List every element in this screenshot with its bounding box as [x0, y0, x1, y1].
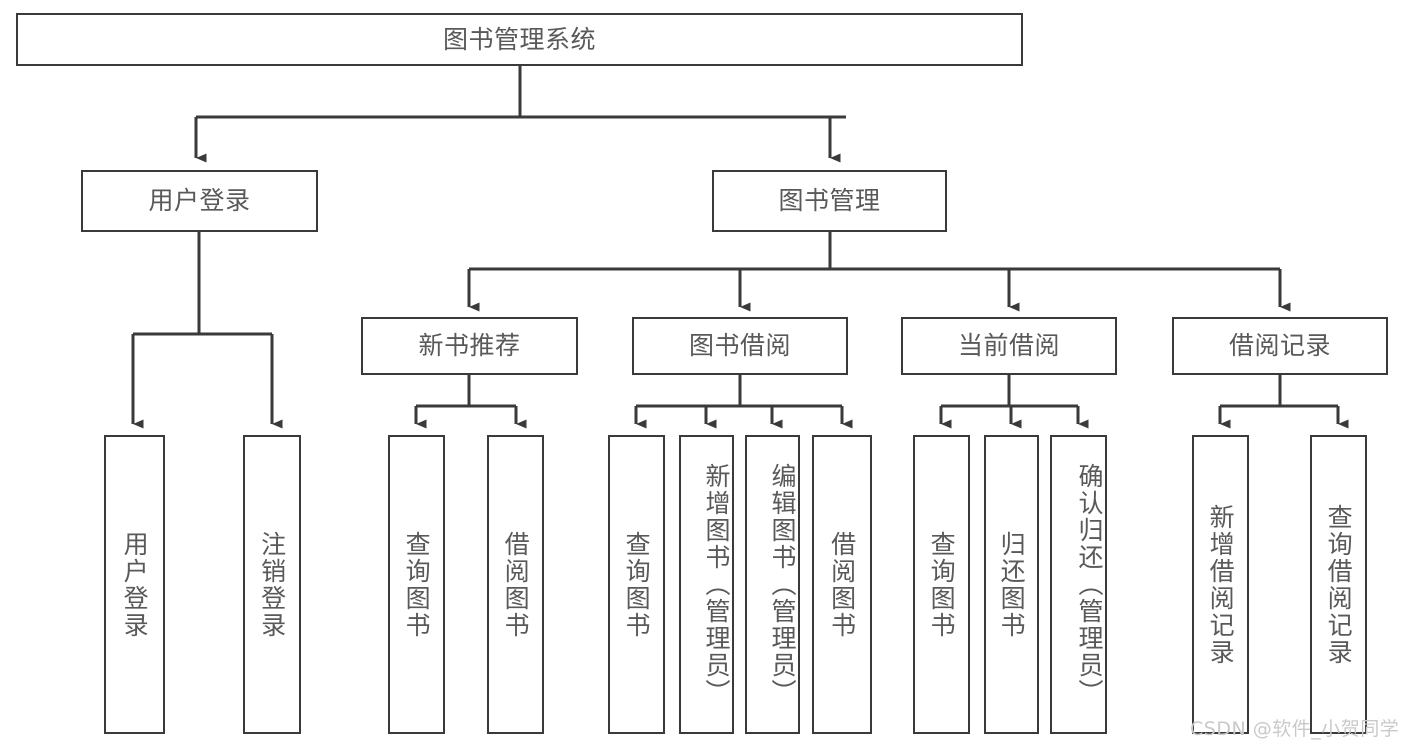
node-user-login[interactable]: 用户登录 — [81, 170, 318, 232]
node-leaf-add-book-label: 新增图书（管理员） — [702, 463, 731, 706]
node-leaf-edit-book-label: 编辑图书（管理员） — [768, 463, 797, 706]
node-leaf-user-login[interactable]: 用户登录 — [104, 435, 165, 734]
node-current-borrow[interactable]: 当前借阅 — [901, 317, 1117, 375]
node-leaf-user-login-label: 用户登录 — [120, 530, 150, 639]
node-leaf-query-book-3-label: 查询图书 — [927, 530, 957, 639]
node-book-manage[interactable]: 图书管理 — [712, 170, 947, 232]
node-borrow-record-label: 借阅记录 — [1228, 331, 1331, 361]
node-leaf-logout-label: 注销登录 — [257, 530, 287, 639]
node-borrow-record[interactable]: 借阅记录 — [1172, 317, 1388, 375]
node-leaf-borrow-book-2-label: 借阅图书 — [827, 530, 857, 639]
node-leaf-borrow-book-1-label: 借阅图书 — [501, 530, 531, 639]
node-leaf-borrow-book-2[interactable]: 借阅图书 — [812, 435, 872, 734]
node-leaf-query-book-1-label: 查询图书 — [402, 530, 432, 639]
node-root[interactable]: 图书管理系统 — [16, 13, 1023, 66]
node-leaf-query-book-2-label: 查询图书 — [622, 530, 652, 639]
node-leaf-add-book[interactable]: 新增图书（管理员） — [679, 435, 734, 734]
node-book-borrow[interactable]: 图书借阅 — [632, 317, 848, 375]
node-leaf-query-record[interactable]: 查询借阅记录 — [1310, 435, 1367, 734]
node-leaf-query-book-2[interactable]: 查询图书 — [608, 435, 665, 734]
node-book-manage-label: 图书管理 — [778, 186, 881, 216]
node-leaf-return-book-label: 归还图书 — [997, 530, 1027, 639]
node-new-book-recommend[interactable]: 新书推荐 — [361, 317, 578, 375]
node-root-label: 图书管理系统 — [442, 24, 596, 54]
node-leaf-borrow-book-1[interactable]: 借阅图书 — [487, 435, 544, 734]
node-leaf-confirm-return-label: 确认归还（管理员） — [1075, 463, 1104, 706]
node-leaf-add-record[interactable]: 新增借阅记录 — [1192, 435, 1249, 734]
node-user-login-label: 用户登录 — [148, 186, 251, 216]
node-current-borrow-label: 当前借阅 — [957, 331, 1060, 361]
node-leaf-logout[interactable]: 注销登录 — [243, 435, 301, 734]
watermark-text: CSDN @软件_小贺同学 — [1190, 718, 1400, 740]
node-new-book-recommend-label: 新书推荐 — [418, 331, 521, 361]
node-book-borrow-label: 图书借阅 — [688, 331, 791, 361]
node-leaf-query-record-label: 查询借阅记录 — [1324, 503, 1354, 666]
node-leaf-return-book[interactable]: 归还图书 — [984, 435, 1039, 734]
node-leaf-confirm-return[interactable]: 确认归还（管理员） — [1050, 435, 1107, 734]
node-leaf-query-book-1[interactable]: 查询图书 — [388, 435, 445, 734]
node-leaf-edit-book[interactable]: 编辑图书（管理员） — [745, 435, 800, 734]
node-leaf-query-book-3[interactable]: 查询图书 — [913, 435, 970, 734]
node-leaf-add-record-label: 新增借阅记录 — [1206, 503, 1236, 666]
